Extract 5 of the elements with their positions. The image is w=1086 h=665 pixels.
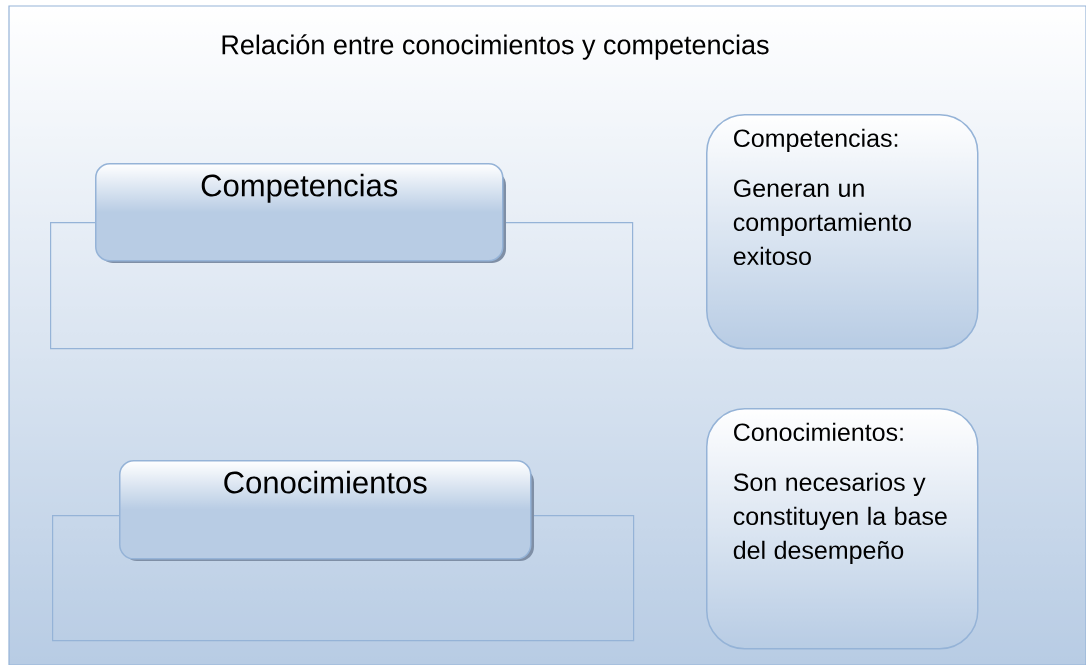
info-box: Conocimientos: Son necesarios y constituyen la base del desempeño (706, 408, 979, 650)
info-box: Competencias: Generan un comportamiento exitoso (706, 114, 979, 350)
title: Relación entre conocimientos y competencias (222, 34, 769, 60)
tab-box: Conocimientos (119, 460, 534, 561)
tab-box: Competencias (95, 163, 506, 263)
